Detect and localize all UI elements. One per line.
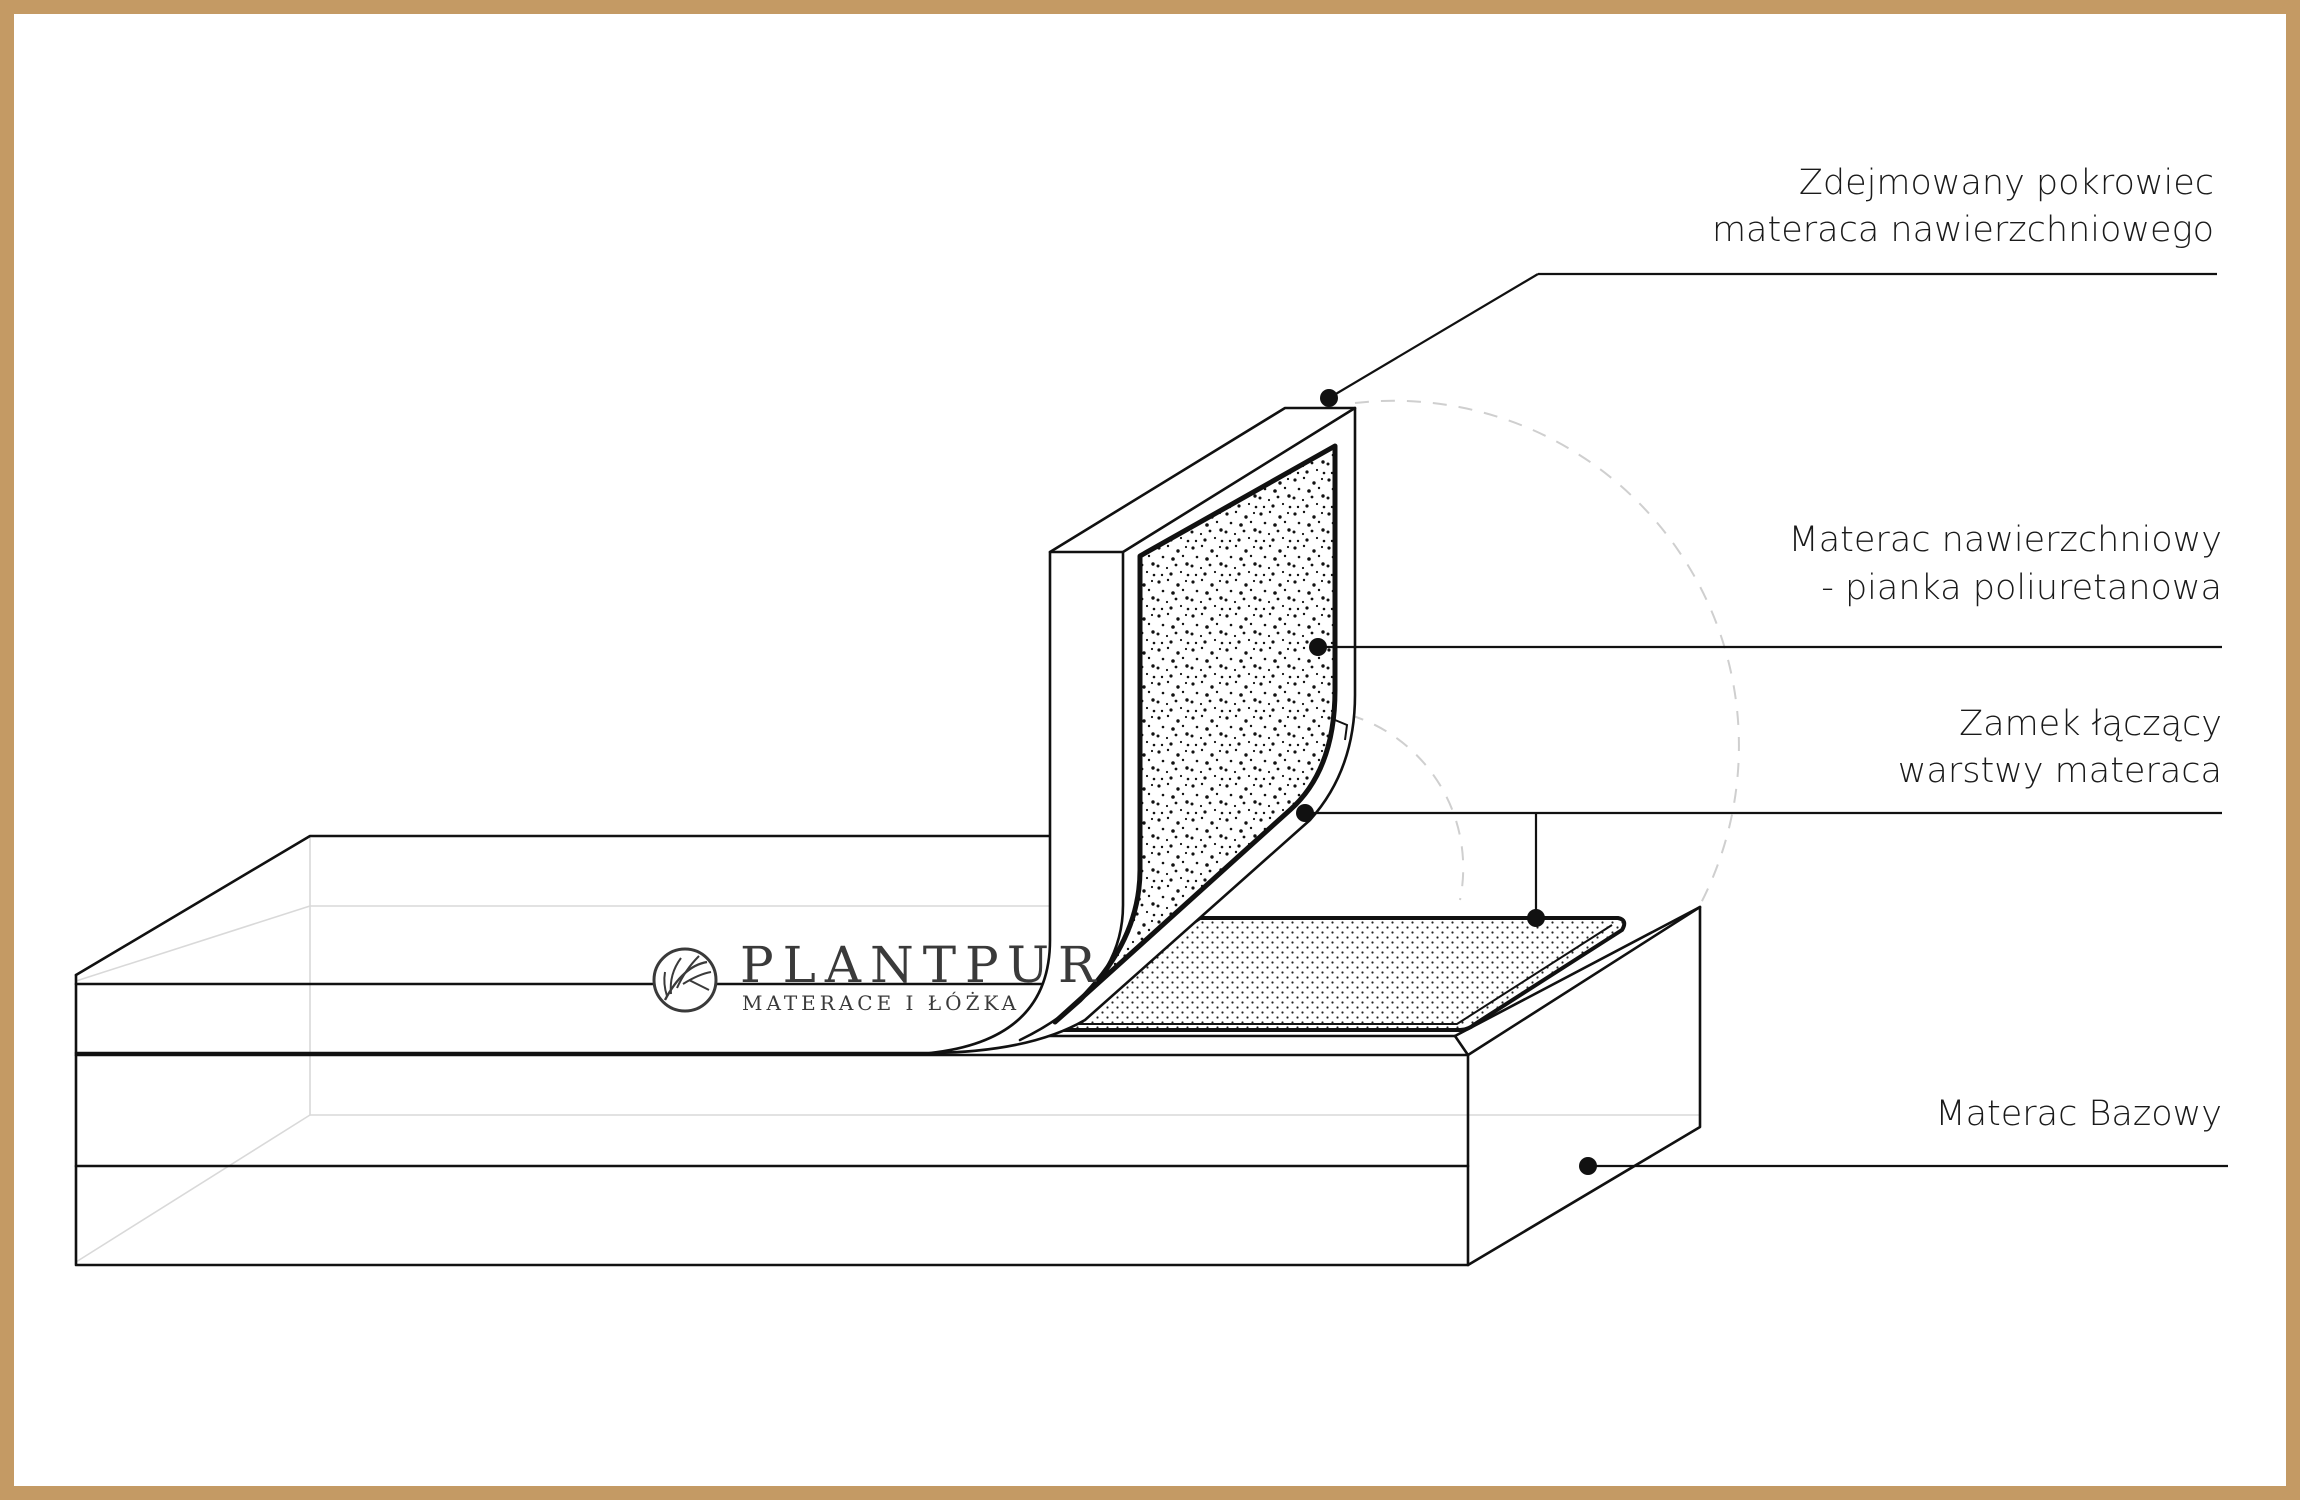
leader-cover (1320, 272, 2217, 407)
exposed-base-surface (1028, 916, 1627, 1032)
label-zipper: Zamek łączący warstwy materaca (1898, 704, 2222, 791)
topper-lying-part (74, 834, 1052, 1057)
label-cover: Zdejmowany pokrowiec materaca nawierzchn… (1712, 163, 2214, 250)
leader-base (1579, 1157, 2228, 1175)
fold-arc-outer (1354, 399, 1740, 906)
brand-tagline: MATERACE I ŁÓŻKA (742, 990, 1020, 1015)
brand-logo: PLANTPUR MATERACE I ŁÓŻKA (652, 936, 1105, 1015)
leader-topper (1309, 638, 2222, 656)
label-cover-line-2: materaca nawierzchniowego (1712, 210, 2214, 250)
base-mattress (74, 905, 1702, 1267)
hidden-edges (75, 836, 1700, 1263)
topper-folded-part (928, 406, 1357, 1055)
leaf-emblem-icon (652, 947, 718, 1013)
label-topper-line-2: - pianka poliuretanowa (1821, 568, 2222, 608)
fold-arc-inner (1349, 714, 1465, 901)
label-topper: Materac nawierzchniowy - pianka poliuret… (1789, 520, 2222, 608)
brand-name: PLANTPUR (740, 936, 1105, 994)
label-base-line-1: Materac Bazowy (1935, 1094, 2222, 1134)
label-zipper-line-2: warstwy materaca (1898, 751, 2222, 791)
leader-zipper (1296, 804, 2222, 927)
label-topper-line-1: Materac nawierzchniowy (1789, 520, 2222, 560)
label-cover-line-1: Zdejmowany pokrowiec (1799, 163, 2214, 203)
label-base: Materac Bazowy (1935, 1094, 2222, 1134)
label-zipper-line-1: Zamek łączący (1959, 704, 2222, 744)
